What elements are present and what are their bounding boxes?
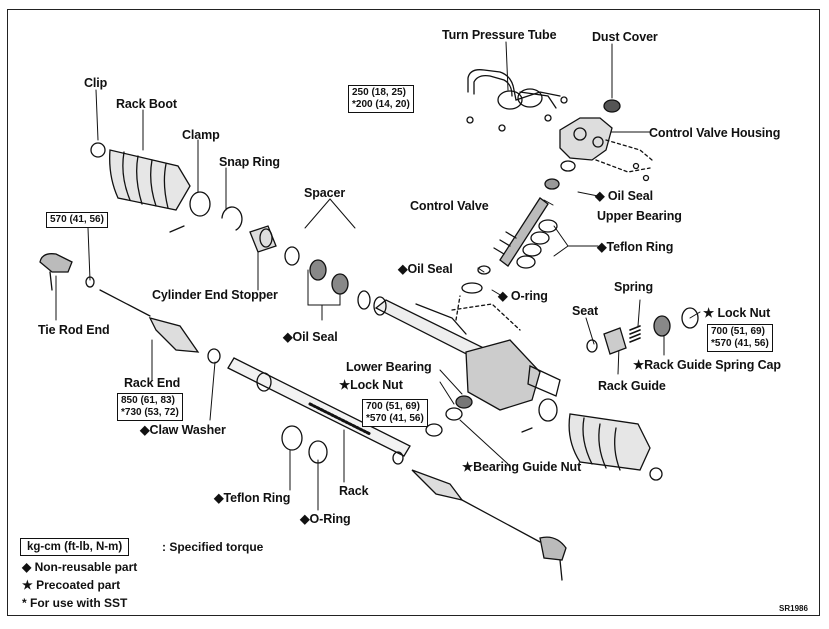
oil-seal-spacer-left-art (309, 259, 327, 281)
torque-value: 700 (51, 69) (711, 326, 765, 337)
label-oil-seal-mid: ◆Oil Seal (398, 262, 453, 276)
label-clip: Clip (84, 76, 108, 90)
torque-value: 700 (51, 69) (366, 401, 420, 412)
upper-bearing-art (544, 178, 560, 190)
torque-box-rack-end: 850 (61, 83) *730 (53, 72) (117, 393, 183, 421)
label-lock-nut-right: ★ Lock Nut (703, 306, 771, 320)
label-snap-ring: Snap Ring (219, 155, 280, 169)
torque-value: 850 (61, 83) (121, 395, 175, 406)
torque-value: *200 (14, 20) (352, 99, 410, 110)
label-rack-end: Rack End (124, 376, 181, 390)
lock-nut-mid-art (445, 407, 463, 421)
o-ring-mid-art (461, 282, 483, 294)
cylinder-end-stopper-art (249, 225, 277, 253)
rack-boot-right-art (521, 398, 663, 481)
diagram-frame (7, 9, 820, 616)
label-clamp: Clamp (182, 128, 220, 142)
label-rack-guide: Rack Guide (598, 379, 666, 393)
torque-value: 570 (41, 56) (50, 214, 104, 225)
label-spacer: Spacer (304, 186, 346, 200)
label-claw-washer: ◆Claw Washer (140, 423, 226, 437)
clip-art (90, 142, 106, 158)
torque-box-lock-nut-right: 700 (51, 69) *570 (41, 56) (707, 324, 773, 352)
rack-guide-spring-cap-art (653, 315, 671, 337)
torque-value: 250 (18, 25) (352, 87, 406, 98)
figure-code: SR1986 (779, 604, 808, 613)
seat-art (586, 339, 598, 353)
label-upper-bearing: Upper Bearing (597, 209, 682, 223)
rack-art (227, 357, 411, 465)
control-valve-housing-art (559, 117, 653, 182)
lock-nut-right-art (681, 307, 699, 329)
turn-pressure-tube-art (466, 69, 568, 132)
label-turn-pressure-tube: Turn Pressure Tube (442, 28, 557, 42)
torque-box-tube: 250 (18, 25) *200 (14, 20) (348, 85, 414, 113)
clamp-art (189, 191, 211, 217)
torque-value: *570 (41, 56) (366, 413, 424, 424)
rack-housing-art (373, 295, 561, 411)
spacer-right-art (357, 290, 371, 310)
spring-art (629, 325, 641, 343)
label-rack-guide-spring-cap: ★Rack Guide Spring Cap (633, 358, 781, 372)
control-valve-art (493, 197, 549, 267)
label-bearing-guide-nut: ★Bearing Guide Nut (462, 460, 582, 474)
label-control-valve-housing: Control Valve Housing (649, 126, 781, 140)
torque-value: *730 (53, 72) (121, 407, 179, 418)
legend-precoated: ★ Precoated part (22, 578, 121, 592)
teflon-rings-top-art (516, 219, 558, 269)
label-teflon-ring-top: ◆Teflon Ring (597, 240, 674, 254)
legend-sst: * For use with SST (22, 596, 128, 610)
lower-bearing-art (455, 395, 473, 409)
label-rack-boot: Rack Boot (116, 97, 177, 111)
legend-non-reusable: ◆ Non-reusable part (22, 560, 138, 574)
bearing-guide-nut-art (425, 423, 443, 437)
snap-ring-art (221, 206, 243, 231)
label-spring: Spring (614, 280, 653, 294)
label-oil-seal-spacer: ◆Oil Seal (283, 330, 338, 344)
legend-unit-description: : Specified torque (162, 540, 264, 554)
label-o-ring-mid: ◆ O-ring (498, 289, 548, 303)
oil-seal-mid-art (477, 265, 491, 275)
spacer-left-art (284, 246, 300, 266)
rack-end-art (148, 317, 221, 364)
o-ring-bottom-art (308, 440, 328, 464)
label-seat: Seat (572, 304, 599, 318)
label-dust-cover: Dust Cover (592, 30, 658, 44)
torque-box-tie-rod: 570 (41, 56) (46, 212, 108, 228)
dust-cover-art (603, 99, 621, 113)
rack-boot-art (109, 149, 191, 211)
label-oil-seal-top: ◆ Oil Seal (595, 189, 653, 203)
tie-rod-end-right-art (411, 469, 567, 581)
label-lock-nut-mid: ★Lock Nut (339, 378, 403, 392)
label-cylinder-end-stopper: Cylinder End Stopper (152, 288, 278, 302)
label-rack: Rack (339, 484, 369, 498)
tie-rod-end-left-art (39, 253, 151, 317)
torque-box-lock-nut-mid: 700 (51, 69) *570 (41, 56) (362, 399, 428, 427)
teflon-ring-bottom-art (281, 425, 303, 451)
label-lower-bearing: Lower Bearing (346, 360, 432, 374)
label-tie-rod-end: Tie Rod End (38, 323, 110, 337)
oil-seal-spacer-right-art (331, 273, 349, 295)
label-control-valve: Control Valve (410, 199, 489, 213)
oil-seal-top-art (560, 160, 576, 172)
torque-value: *570 (41, 56) (711, 338, 769, 349)
screw-art (169, 225, 185, 233)
label-teflon-ring-bottom: ◆Teflon Ring (214, 491, 291, 505)
rack-guide-art (603, 327, 627, 355)
legend-unit-box: kg-cm (ft-lb, N-m) (20, 538, 130, 556)
label-o-ring-bottom: ◆O-Ring (300, 512, 351, 526)
